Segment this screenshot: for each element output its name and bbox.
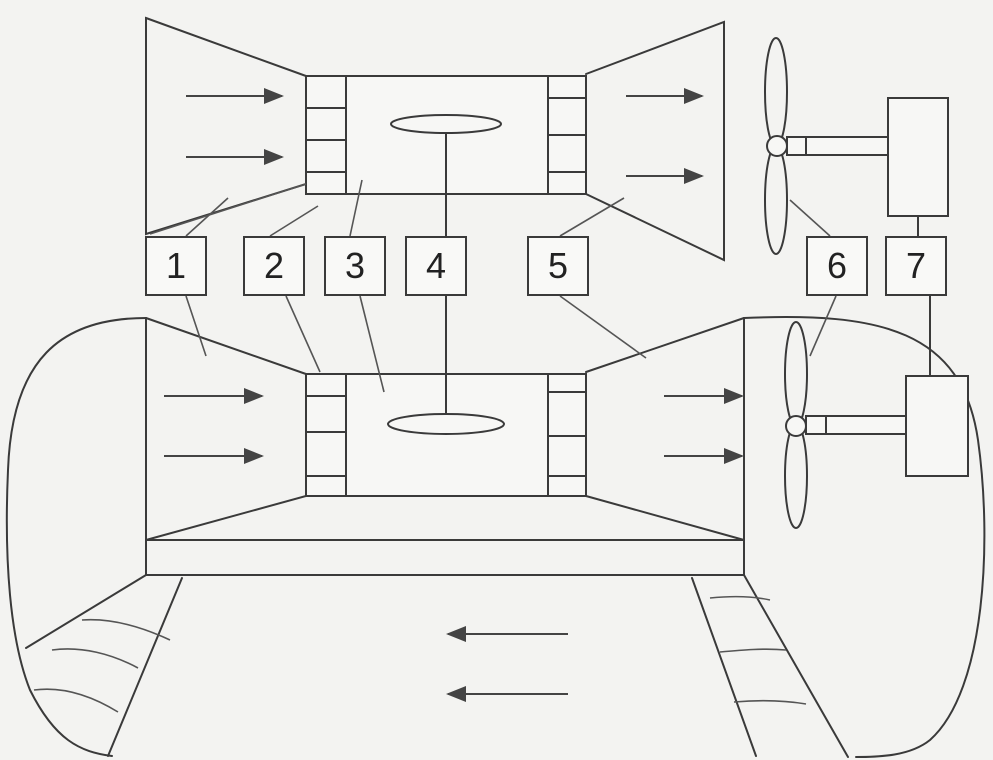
label-5: 5 <box>527 236 589 296</box>
top-nozzle <box>585 20 725 262</box>
bottom-propeller <box>784 295 969 529</box>
bottom-craft <box>5 295 986 758</box>
label-4: 4 <box>405 236 467 296</box>
label-3: 3 <box>324 236 386 296</box>
label-1: 1 <box>145 236 207 296</box>
top-compressor <box>305 75 347 195</box>
label-7: 7 <box>885 236 947 296</box>
bottom-gearbox <box>905 375 969 477</box>
label-2: 2 <box>243 236 305 296</box>
label-6: 6 <box>806 236 868 296</box>
top-gearbox <box>887 97 949 217</box>
hull-outline <box>5 317 147 757</box>
top-engine <box>145 16 725 262</box>
top-inlet <box>145 16 307 236</box>
top-propeller <box>764 37 949 255</box>
